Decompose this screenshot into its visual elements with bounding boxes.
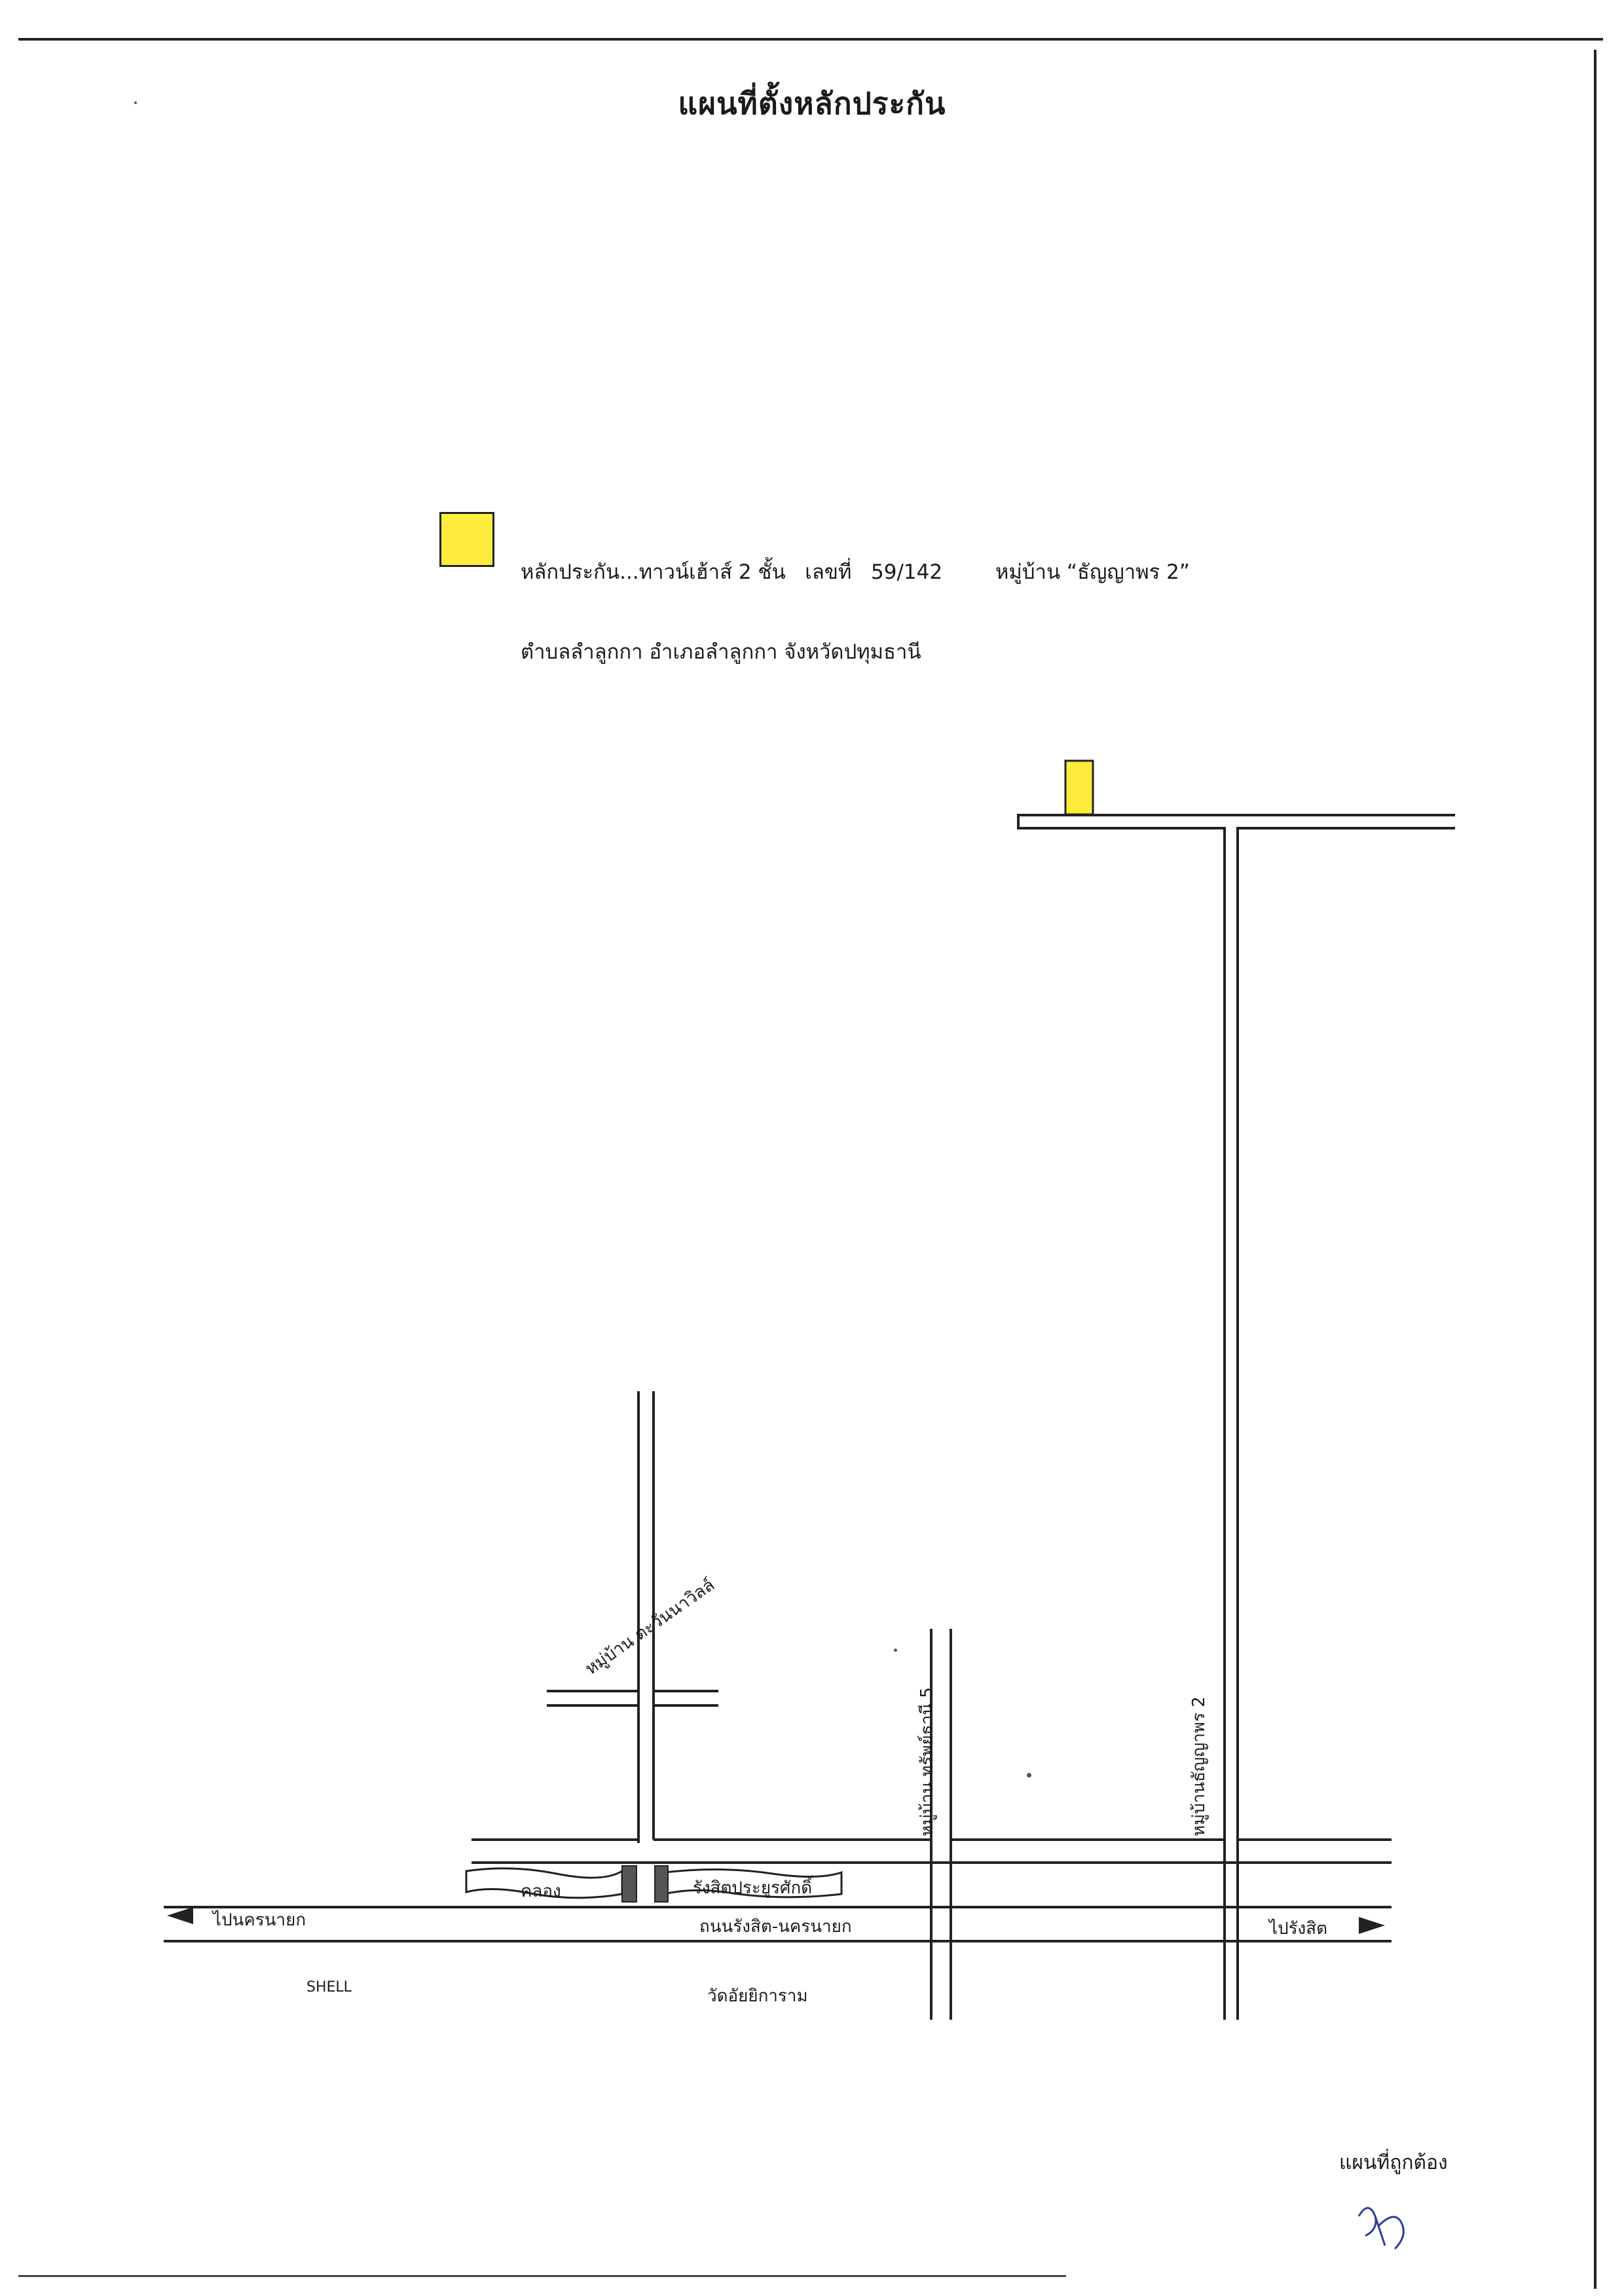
label-temple: วัดอัยยิการาม <box>707 1986 808 2006</box>
certified-label: แผนที่ถูกต้อง <box>1339 2151 1448 2174</box>
frame-right-line <box>1594 50 1596 2289</box>
arrow-left-icon <box>167 1907 193 1924</box>
canal-right <box>663 1868 843 1899</box>
collateral-description: หลักประกัน...ทาวน์เฮ้าส์ 2 ชั้น เลขที่ 5… <box>521 555 942 588</box>
page-title: แผนที่ตั้งหลักประกัน <box>678 86 946 121</box>
label-canal: คลอง <box>521 1882 561 1901</box>
signature-icon <box>1357 2207 1405 2250</box>
label-to-nakhon-nayok: ไปนครนายก <box>213 1910 306 1930</box>
top-street-lower-edge <box>1236 827 1455 2020</box>
collateral-number: 59/142 <box>871 560 943 584</box>
frame-top-line <box>18 38 1603 41</box>
frame-bottom-line <box>18 2275 1066 2277</box>
collateral-type: หลักประกัน...ทาวน์เฮ้าส์ 2 ชั้น <box>521 560 786 584</box>
top-street <box>1017 814 1455 2020</box>
label-shell: SHELL <box>306 1979 352 1995</box>
collateral-map-marker <box>1064 759 1094 816</box>
scan-speck <box>134 101 137 104</box>
label-village-thanya: หมู่บ้านธัญญาพร 2 <box>1189 1696 1209 1836</box>
bridge-left <box>621 1865 637 1903</box>
label-main-road: ถนนรังสิต-นครนายก <box>699 1917 852 1937</box>
collateral-number-label: เลขที่ <box>805 560 852 584</box>
label-road-side: รังสิตประยูรศักดิ์ <box>693 1878 813 1898</box>
collateral-village: หมู่บ้าน “ธัญญาพร 2” <box>995 560 1190 584</box>
scan-speck <box>894 1649 897 1652</box>
label-to-rangsit: ไปรังสิต <box>1269 1919 1327 1939</box>
arrow-right-icon <box>1359 1917 1385 1934</box>
bridge-right <box>654 1865 669 1903</box>
legend-collateral-swatch <box>439 512 494 567</box>
collateral-location: ตำบลลำลูกกา อำเภอลำลูกกา จังหวัดปทุมธานี <box>521 640 921 664</box>
label-village-sap: หมู่บ้าน ทรัพย์ธานี 5 <box>917 1687 937 1836</box>
scan-speck <box>1027 1773 1031 1777</box>
